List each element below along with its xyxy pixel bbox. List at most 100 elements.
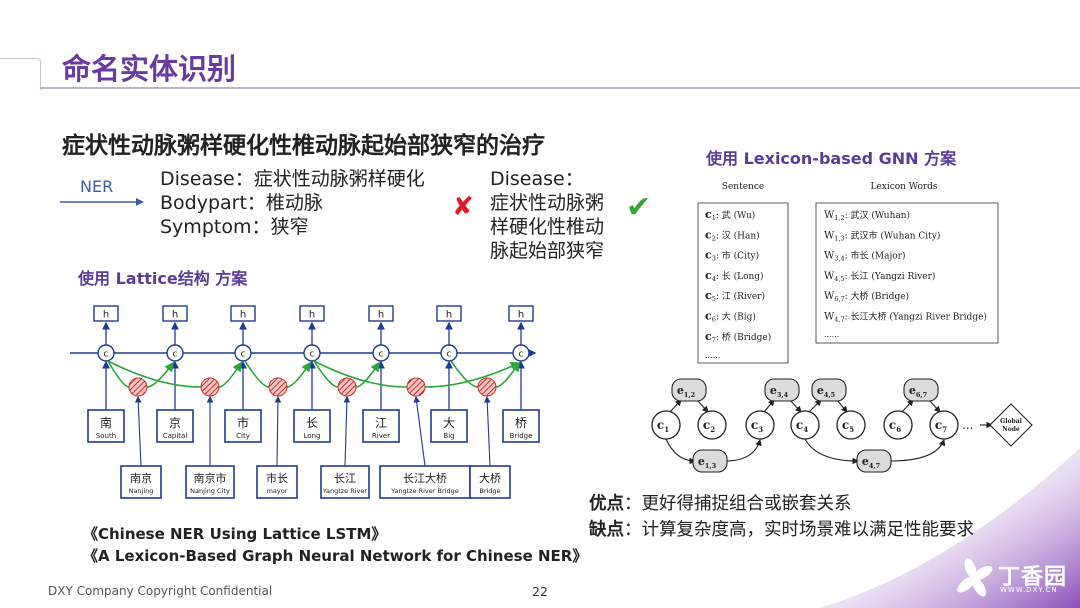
hidden-state-box	[93, 305, 119, 322]
sentence-item: c6: 大 (Big)	[705, 310, 756, 324]
lattice-label: 使用 Lattice结构 方案	[78, 265, 247, 289]
word-to-node-arrow	[134, 395, 142, 467]
graph-arrow	[763, 399, 775, 413]
word-label: 南京	[130, 471, 152, 485]
lexicon-item-text: : 长江 (Yangzi River)	[845, 270, 936, 282]
word-label-en: mayor	[267, 487, 288, 495]
corner-gradient	[820, 448, 1080, 608]
hidden-state-label: h	[103, 310, 109, 321]
char-label-en: City	[236, 432, 250, 440]
graph-edge-subscript: 6,7	[916, 391, 927, 399]
graph-edge-node	[671, 378, 707, 402]
graph-node-subscript: 3	[758, 425, 763, 434]
graph-edge-subscript: 4,5	[824, 391, 836, 399]
lexicon-item: W3,4: 市长 (Major)	[824, 250, 906, 263]
lexicon-item-text: : 市长 (Major)	[845, 250, 906, 262]
entity-list-right: Disease： 症状性动脉粥 样硬化性椎动 脉起始部狭窄	[490, 167, 604, 263]
title-underline	[40, 87, 1080, 89]
graph-edge-node	[811, 378, 847, 402]
word-to-node-arrow	[483, 395, 491, 467]
graph-node	[929, 410, 959, 440]
footer-copyright: DXY Company Copyright Confidential	[48, 584, 273, 598]
word-box	[320, 465, 370, 499]
entity-symptom: Symptom：狭窄	[160, 216, 309, 238]
dxy-logo-icon	[957, 558, 993, 597]
graph-curve	[665, 438, 697, 465]
sentence-box	[697, 202, 789, 364]
lattice-label-en: Lattice	[115, 269, 178, 288]
graph-edge-symbol: e	[909, 384, 916, 397]
cell-node-label: c	[379, 350, 384, 360]
graph-edge-symbol: e	[677, 384, 684, 397]
lexicon-box	[815, 202, 999, 344]
graph-node-symbol: c	[889, 418, 896, 432]
cons-text: ：计算复杂度高，实时场景难以满足性能要求	[624, 520, 974, 540]
char-label: 桥	[515, 416, 527, 430]
char-label-en: South	[96, 432, 116, 440]
lexicon-item-symbol: W	[824, 230, 835, 241]
char-box	[224, 409, 262, 443]
word-box	[185, 465, 235, 499]
lexicon-item-symbol: W	[824, 251, 835, 262]
cell-node-label: c	[104, 350, 109, 360]
sentence-item-text: : 长 (Long)	[716, 270, 764, 282]
graph-node-symbol: c	[842, 418, 849, 432]
graph-arrow	[901, 399, 914, 413]
graph-curve	[804, 438, 860, 465]
lexicon-item: W1,2: 武汉 (Wuhan)	[824, 209, 910, 222]
sentence-item: c5: 江 (River)	[705, 289, 765, 303]
char-label: 南	[100, 415, 112, 430]
pros-label: 优点	[589, 494, 624, 514]
ner-arrow-icon	[60, 198, 144, 206]
lexicon-item-symbol: W	[824, 210, 835, 221]
sentence-item-text: : 桥 (Bridge)	[716, 331, 771, 343]
cell-node-label: c	[241, 350, 246, 360]
sentence-item: c2: 汉 (Han)	[705, 228, 760, 242]
word-cell-node	[128, 377, 148, 397]
word-cell-node	[337, 377, 357, 397]
references: 《Chinese NER Using Lattice LSTM》 《A Lexi…	[83, 523, 587, 567]
word-box	[256, 465, 298, 499]
graph-node	[836, 410, 866, 440]
graph-edge-node	[903, 378, 939, 402]
lattice-word-path	[107, 360, 130, 388]
sentence-item-symbol: c	[705, 310, 712, 323]
lexicon-item-symbol: W	[824, 271, 835, 282]
sentence-item-symbol: c	[705, 289, 712, 302]
graph-edge-label: e1,2	[677, 384, 695, 399]
logo-url: WWW.DXY.CN	[1000, 586, 1058, 594]
sentence-item: c7: 桥 (Bridge)	[705, 330, 771, 344]
hidden-state-label: h	[309, 310, 315, 321]
entity-right-line: 样硬化性椎动	[490, 216, 605, 238]
graph-arrow	[928, 399, 941, 413]
word-label-en: Yangtze River	[322, 487, 367, 495]
sentence-item: c3: 市 (City)	[705, 249, 759, 263]
hidden-state-label: h	[172, 310, 178, 321]
entity-right-line: 脉起始部狭窄	[490, 240, 605, 262]
graph-node-label: c1	[657, 418, 669, 434]
graph-node	[651, 410, 681, 440]
word-label: 南京市	[194, 471, 227, 485]
char-label: 京	[169, 416, 181, 430]
sentence-item-text: : 武 (Wu)	[716, 209, 755, 221]
graph-edge-symbol: e	[770, 384, 777, 397]
char-label-en: Long	[304, 432, 321, 440]
graph-node-symbol: c	[935, 418, 942, 432]
lexicon-more: ......	[824, 330, 839, 339]
char-label: 江	[375, 416, 387, 430]
lexicon-item-subscript: 6,7	[834, 295, 844, 303]
graph-edge-label: e1,3	[698, 455, 717, 470]
sentence-item-symbol: c	[705, 208, 712, 221]
hidden-state-label: h	[378, 310, 384, 321]
char-box	[87, 409, 125, 443]
lexicon-item-subscript: 1,3	[834, 234, 844, 242]
graph-node-subscript: 6	[896, 425, 901, 434]
entity-right-label: Disease：	[490, 168, 584, 190]
graph-arrow	[696, 399, 709, 413]
graph-node-label: c7	[935, 418, 947, 434]
lattice-word-path	[218, 361, 242, 388]
gnn-label: 使用 Lexicon-based GNN 方案	[706, 145, 956, 169]
lexicon-item-subscript: 4,7	[834, 316, 844, 324]
word-label: 市长	[266, 471, 288, 485]
